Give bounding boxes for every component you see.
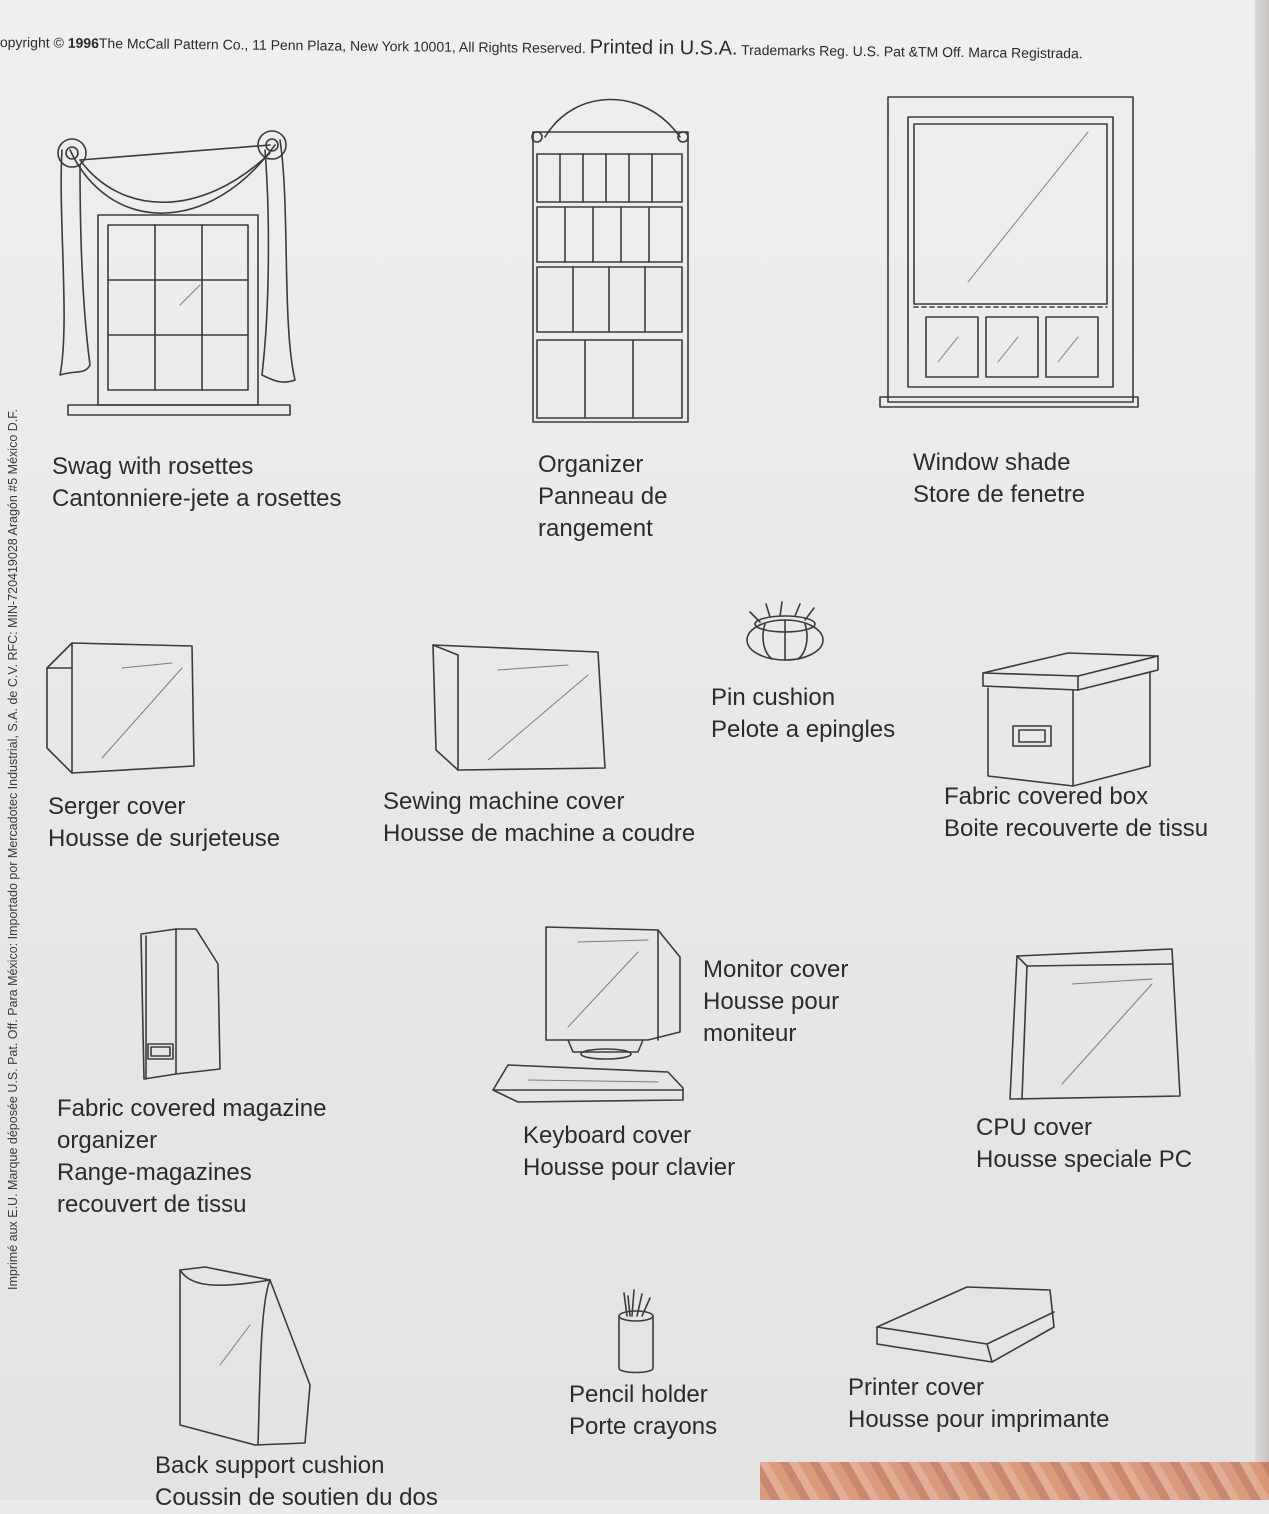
label-line-en: Fabric covered magazine bbox=[57, 1095, 327, 1122]
back-cushion-icon bbox=[179, 1266, 311, 1446]
label-line-en: Sewing machine cover bbox=[383, 788, 625, 815]
item-label-back-cushion: Back support cushion Coussin de soutien … bbox=[155, 1450, 438, 1514]
label-line-fr: Coussin de soutien du dos bbox=[155, 1484, 438, 1511]
envelope-edge bbox=[1255, 0, 1269, 1500]
monitor-cover-icon bbox=[545, 926, 681, 1060]
label-line-fr: Housse de surjeteuse bbox=[48, 825, 281, 852]
pencil-holder-icon bbox=[618, 1289, 654, 1374]
item-label-serger: Serger cover Housse de surjeteuse bbox=[48, 791, 280, 855]
label-line-en: Pencil holder bbox=[569, 1381, 708, 1408]
label-line-fr: Housse de machine a coudre bbox=[383, 820, 696, 847]
magazine-organizer-icon bbox=[140, 928, 221, 1080]
label-line-fr: Housse pour bbox=[703, 988, 840, 1015]
label-line-en: Serger cover bbox=[48, 793, 186, 820]
label-line-en: Organizer bbox=[538, 451, 644, 478]
sewing-machine-cover-icon bbox=[432, 644, 606, 771]
label-line-fr: Panneau de bbox=[538, 483, 668, 510]
label-line-en: Monitor cover bbox=[703, 956, 849, 983]
copyright-year: 1996 bbox=[67, 34, 100, 52]
background-rug bbox=[760, 1462, 1269, 1500]
label-line-fr: Boite recouverte de tissu bbox=[944, 815, 1209, 842]
label-line-fr: Porte crayons bbox=[569, 1413, 718, 1440]
label-line-en: CPU cover bbox=[976, 1114, 1093, 1141]
item-label-swag: Swag with rosettes Cantonniere-jete a ro… bbox=[52, 451, 342, 515]
item-label-sewing-machine: Sewing machine cover Housse de machine a… bbox=[383, 786, 695, 850]
label-line-en: Printer cover bbox=[848, 1374, 985, 1401]
company-line: The McCall Pattern Co., 11 Penn Plaza, N… bbox=[98, 35, 586, 57]
label-line-fr: Cantonniere-jete a rosettes bbox=[52, 485, 342, 512]
printed-in: Printed in U.S.A. bbox=[589, 36, 738, 60]
label-line-en: organizer bbox=[57, 1127, 158, 1154]
fabric-box-icon bbox=[982, 652, 1159, 787]
item-label-window-shade: Window shade Store de fenetre bbox=[913, 447, 1085, 511]
swag-curtain-icon bbox=[57, 130, 296, 416]
label-line-fr: Store de fenetre bbox=[913, 481, 1086, 508]
item-label-organizer: Organizer Panneau de rangement bbox=[538, 449, 667, 545]
keyboard-cover-icon bbox=[492, 1064, 684, 1103]
item-label-monitor: Monitor cover Housse pour moniteur bbox=[703, 954, 848, 1050]
label-line-fr: Range-magazines bbox=[57, 1159, 252, 1186]
item-label-keyboard: Keyboard cover Housse pour clavier bbox=[523, 1120, 735, 1184]
item-label-pin-cushion: Pin cushion Pelote a epingles bbox=[711, 682, 895, 746]
label-line-en: Fabric covered box bbox=[944, 783, 1149, 810]
label-line-fr: recouvert de tissu bbox=[57, 1191, 247, 1218]
wall-organizer-icon bbox=[531, 98, 689, 423]
pin-cushion-icon bbox=[746, 601, 824, 661]
item-label-magazine-organizer: Fabric covered magazine organizer Range-… bbox=[57, 1093, 326, 1221]
serger-cover-icon bbox=[46, 642, 195, 774]
label-line-en: Pin cushion bbox=[711, 684, 836, 711]
label-line-fr: Housse speciale PC bbox=[976, 1146, 1193, 1173]
label-line-fr: moniteur bbox=[703, 1020, 797, 1047]
item-label-printer: Printer cover Housse pour imprimante bbox=[848, 1372, 1109, 1436]
window-shade-icon bbox=[879, 96, 1139, 408]
label-line-fr: rangement bbox=[538, 515, 653, 542]
label-line-en: Swag with rosettes bbox=[52, 453, 254, 480]
trademarks-text: Trademarks Reg. U.S. Pat &TM Off. Marca … bbox=[741, 41, 1083, 62]
item-label-cpu: CPU cover Housse speciale PC bbox=[976, 1112, 1192, 1176]
item-label-fabric-box: Fabric covered box Boite recouverte de t… bbox=[944, 781, 1208, 845]
label-line-fr: Housse pour clavier bbox=[523, 1154, 736, 1181]
label-line-en: Keyboard cover bbox=[523, 1122, 692, 1149]
copyright-prefix: opyright © bbox=[0, 33, 64, 51]
label-line-fr: Housse pour imprimante bbox=[848, 1406, 1110, 1433]
pattern-envelope-back bbox=[0, 0, 1255, 1500]
label-line-en: Window shade bbox=[913, 449, 1071, 476]
item-label-pencil-holder: Pencil holder Porte crayons bbox=[569, 1379, 717, 1443]
side-legal-text: Imprimé aux E.U. Marque déposée U.S. Pat… bbox=[6, 409, 20, 1290]
label-line-en: Back support cushion bbox=[155, 1452, 385, 1479]
label-line-fr: Pelote a epingles bbox=[711, 716, 896, 743]
printer-cover-icon bbox=[876, 1286, 1055, 1363]
cpu-cover-icon bbox=[1009, 948, 1181, 1100]
